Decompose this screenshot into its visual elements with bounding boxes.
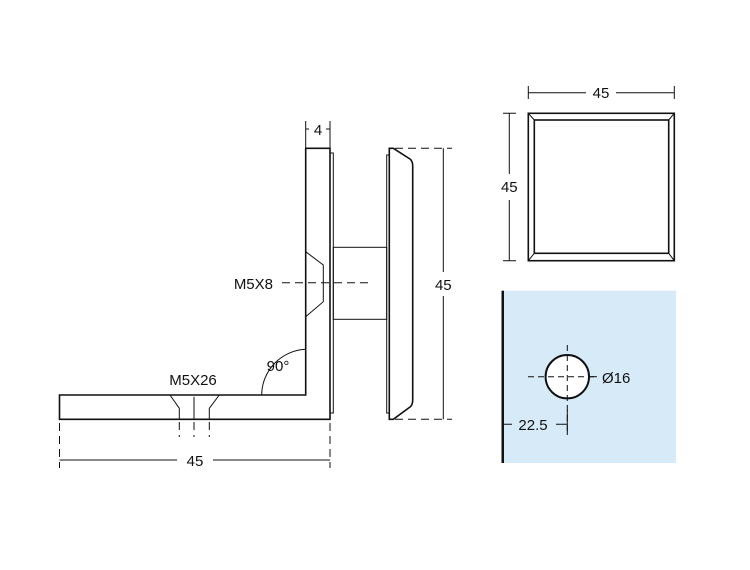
l-bracket bbox=[58, 147, 331, 421]
thickness-label: 4 bbox=[314, 122, 322, 139]
glass-view: Ø16 22.5 bbox=[501, 290, 676, 463]
thickness-dimension bbox=[305, 121, 331, 148]
width-extension-lines bbox=[59, 423, 331, 468]
glass-edge bbox=[501, 290, 504, 463]
hole-diameter-label: Ø16 bbox=[602, 370, 630, 387]
countersink-vertical bbox=[305, 251, 324, 318]
shaft bbox=[332, 246, 388, 320]
cap-inner bbox=[533, 119, 670, 255]
height-label: 45 bbox=[435, 277, 452, 294]
front-view: 45 45 bbox=[501, 85, 676, 262]
offset-label: 22.5 bbox=[518, 417, 547, 434]
countersink-horizontal bbox=[169, 394, 220, 420]
bevel-corners bbox=[527, 112, 675, 262]
cap-outer bbox=[527, 112, 676, 262]
top-dimension bbox=[527, 86, 675, 99]
angle-label: 90° bbox=[267, 358, 290, 375]
side-view: M5X8 90° M5X26 4 45 45 bbox=[58, 121, 452, 470]
left-height-label: 45 bbox=[501, 179, 518, 196]
screw-axis-lines bbox=[178, 422, 210, 437]
width-label: 45 bbox=[187, 453, 204, 470]
screw-label-m5x8: M5X8 bbox=[234, 276, 273, 293]
left-dimension bbox=[503, 112, 516, 262]
screw-label-m5x26: M5X26 bbox=[169, 372, 217, 389]
cap-body bbox=[388, 147, 414, 421]
height-extension-lines bbox=[395, 147, 452, 420]
top-width-label: 45 bbox=[593, 85, 610, 102]
offset-dimension bbox=[504, 410, 568, 435]
angle-arc bbox=[261, 348, 306, 396]
